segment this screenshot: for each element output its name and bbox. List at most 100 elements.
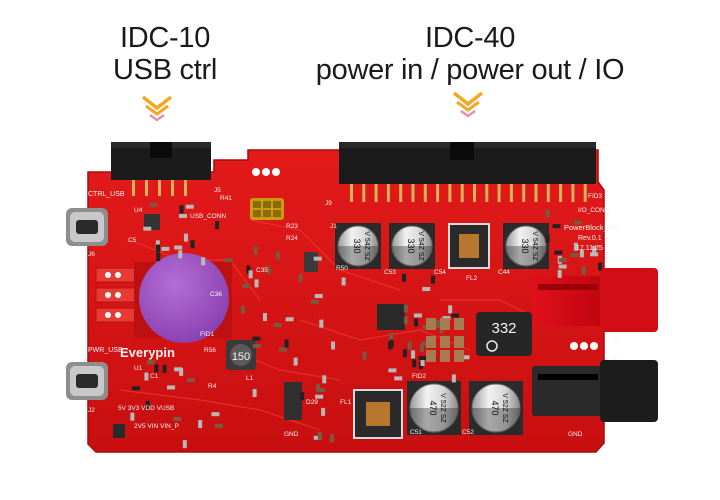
ref-u1: U1 <box>134 365 143 372</box>
smd-component <box>461 355 470 360</box>
header-pin <box>522 184 526 202</box>
diode-d29 <box>284 382 302 420</box>
smd-component <box>314 294 323 299</box>
smd-component <box>581 266 586 275</box>
ceramic-capacitor <box>454 318 464 330</box>
silk-pwr-usb: PWR_USB <box>88 347 123 354</box>
capacitor-value: 330 <box>352 238 362 253</box>
smd-component <box>402 273 407 282</box>
smd-component <box>545 209 550 218</box>
smd-component <box>554 250 563 255</box>
ceramic-capacitor <box>440 336 450 348</box>
header-pin <box>546 184 550 202</box>
idc10-title: IDC-10 <box>119 22 211 54</box>
smd-component <box>403 304 408 313</box>
smd-component <box>224 258 233 263</box>
header-pin <box>559 184 563 202</box>
power-jack-black <box>532 360 658 422</box>
smd-component <box>389 333 394 342</box>
smd-component <box>179 213 188 218</box>
header-pin <box>534 184 538 202</box>
filter-fl1 <box>353 389 403 439</box>
ref-c35: C35 <box>256 267 268 274</box>
smd-component <box>215 221 220 230</box>
header-pin <box>583 184 587 202</box>
header-pin <box>473 184 476 202</box>
ref-r4: R4 <box>208 383 217 390</box>
silk-rev: Rev.0.1 <box>578 235 602 242</box>
smd-component <box>313 256 322 261</box>
smd-component <box>431 275 436 284</box>
ic-chip <box>377 304 405 330</box>
smd-component <box>573 220 582 225</box>
smd-component <box>319 319 324 328</box>
smd-component <box>266 265 271 274</box>
silk-gnd-left: GND <box>284 431 299 438</box>
smd-component <box>315 394 324 399</box>
smd-component <box>185 204 194 209</box>
ref-c36: C36 <box>210 291 222 298</box>
chevron-down-icon <box>141 95 173 122</box>
smd-component <box>284 339 289 348</box>
header-pin <box>497 184 501 202</box>
ref-c1: C1 <box>150 373 159 380</box>
silk-dots <box>252 168 598 350</box>
silk-ctrl-usb: CTRL_USB <box>88 191 125 198</box>
smd-component <box>388 368 397 373</box>
header-pin <box>423 184 427 202</box>
capacitor-code: V 52Z SZ <box>439 393 446 423</box>
smd-component <box>419 343 424 352</box>
smd-component <box>248 270 253 279</box>
ref-c51: C51 <box>410 429 422 436</box>
power-jack-red <box>532 268 658 332</box>
smd-component <box>155 240 160 249</box>
ref-c5: C5 <box>128 237 137 244</box>
capacitor-value: 470 <box>428 400 438 415</box>
ref-c54: C54 <box>434 269 446 276</box>
ref-d29: D29 <box>306 399 318 406</box>
smd-component <box>451 374 456 383</box>
smd-component <box>394 376 403 381</box>
smd-component <box>362 351 367 360</box>
smd-component <box>322 375 327 384</box>
idc10-connector <box>111 142 211 196</box>
ref-j6: J6 <box>88 251 95 258</box>
smd-component <box>418 356 427 361</box>
smd-component <box>174 367 183 372</box>
smd-component <box>154 364 159 373</box>
capacitor-value: 470 <box>490 400 500 415</box>
silk-date: 17.11.25 <box>576 245 603 252</box>
silk-rails2: 2V5 VIN VIN_P <box>134 423 179 430</box>
smd-component <box>388 341 393 350</box>
ceramic-capacitor <box>426 350 436 362</box>
silk-fid3: FID3 <box>588 193 602 200</box>
ref-r56: R56 <box>204 347 216 354</box>
ref-c44: C44 <box>498 269 510 276</box>
smd-component <box>211 412 220 417</box>
silk-io-conn: I/O_CONN <box>578 207 610 214</box>
header-pin <box>460 184 464 202</box>
usb-c-connector-pwr <box>66 362 108 400</box>
smd-component <box>254 279 259 288</box>
smd-component <box>321 407 326 416</box>
header-pin <box>436 184 440 202</box>
silk-brand: Everypin <box>120 345 175 360</box>
smd-component <box>275 251 280 260</box>
smd-component <box>146 360 155 365</box>
silk-rails: 5V 3V3 VDD VUSB <box>118 405 174 412</box>
smd-component <box>253 246 258 255</box>
capacitor-value: 330 <box>520 238 530 253</box>
ic-u4 <box>144 214 160 230</box>
ref-j7: J7 <box>612 355 619 362</box>
header-pin <box>386 184 390 202</box>
smd-component <box>273 323 282 328</box>
ceramic-capacitor <box>454 336 464 348</box>
ref-j1: J1 <box>330 223 337 230</box>
smd-component <box>411 350 416 359</box>
